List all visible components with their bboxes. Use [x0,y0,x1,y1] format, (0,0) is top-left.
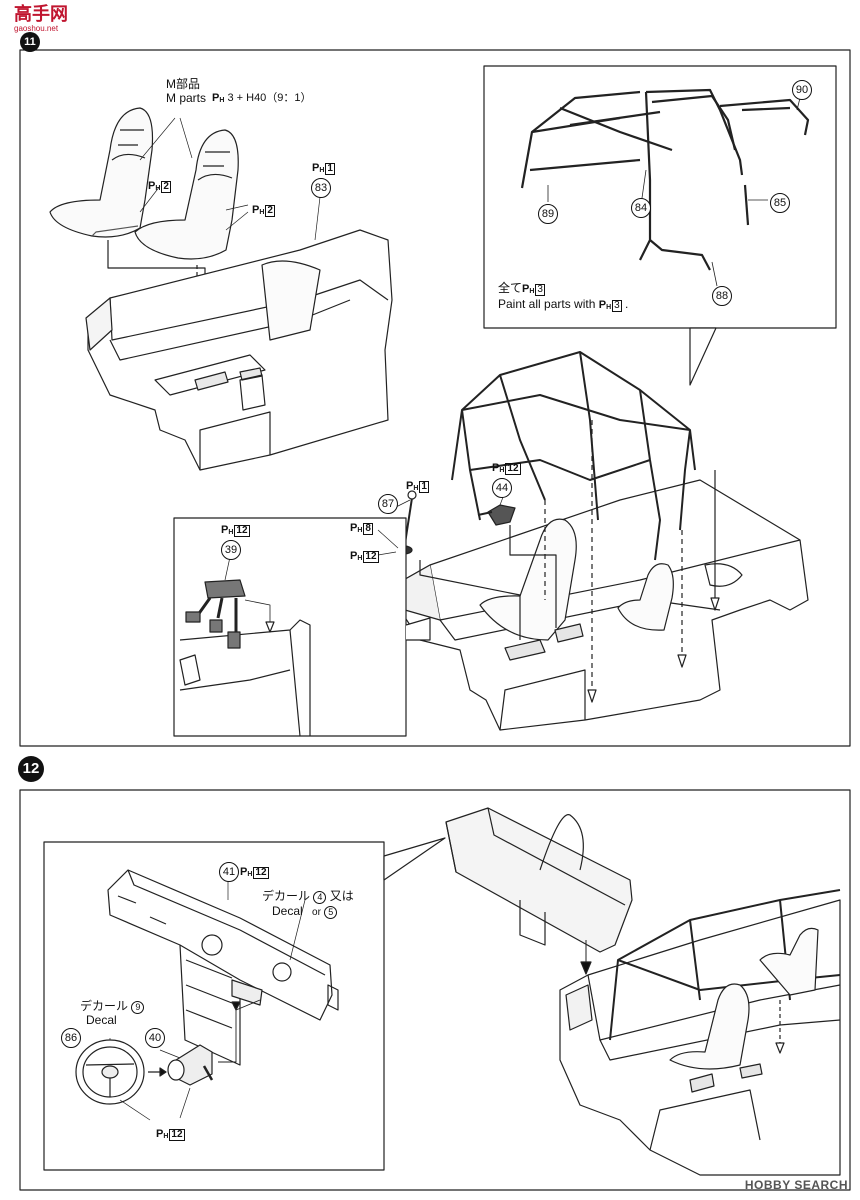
m-parts-label-jp: M部品 [166,77,200,91]
part-number-89: 89 [538,204,558,224]
part-number-83: 83 [311,178,331,198]
tub-body-left [85,229,393,471]
part-number-44: 44 [492,478,512,498]
decal-dashboard-label-jp: デカール 4 又は [262,889,354,904]
part-number-85: 85 [770,193,790,213]
step-badge-12: 12 [18,756,44,782]
frame-bottom [19,789,851,1191]
part-number-41: 41 [219,862,239,882]
site-logo: 高手网 gaoshou.net [14,4,68,34]
rollcage-leaders [547,97,801,287]
tub-with-cage [395,351,809,731]
decal-dashboard-label-en: Decal or 5 [272,905,338,919]
part-number-87: 87 [378,494,398,514]
pedals-part [185,579,246,649]
seat-right [134,129,239,260]
m-parts-mix-text: 3 + H40（9：1） [227,92,312,104]
site-logo-url: gaoshou.net [14,24,59,33]
frame-top [19,49,851,747]
pedals-floor [179,619,311,737]
decal-steering-label-en: Decal [86,1013,117,1027]
part-number-84: 84 [631,198,651,218]
step-badge-11: 11 [20,32,40,52]
steering-boss-part [167,1044,214,1086]
part-number-40: 40 [145,1028,165,1048]
car-bottom [559,889,841,1176]
seat-left [49,107,154,238]
part-number-86: 86 [61,1028,81,1048]
decal-steering-label-jp: デカール 9 [80,1000,145,1014]
m-parts-label-en: M parts [166,91,207,105]
part-number-90: 90 [792,80,812,100]
part-number-39: 39 [221,540,241,560]
part-number-88: 88 [712,286,732,306]
watermark: HOBBY SEARCH [744,1178,848,1192]
m-parts-mix-label: PH 3 + H40（9：1） [212,92,312,104]
site-logo-name: 高手网 [14,4,68,25]
dashboard-big [445,807,633,953]
